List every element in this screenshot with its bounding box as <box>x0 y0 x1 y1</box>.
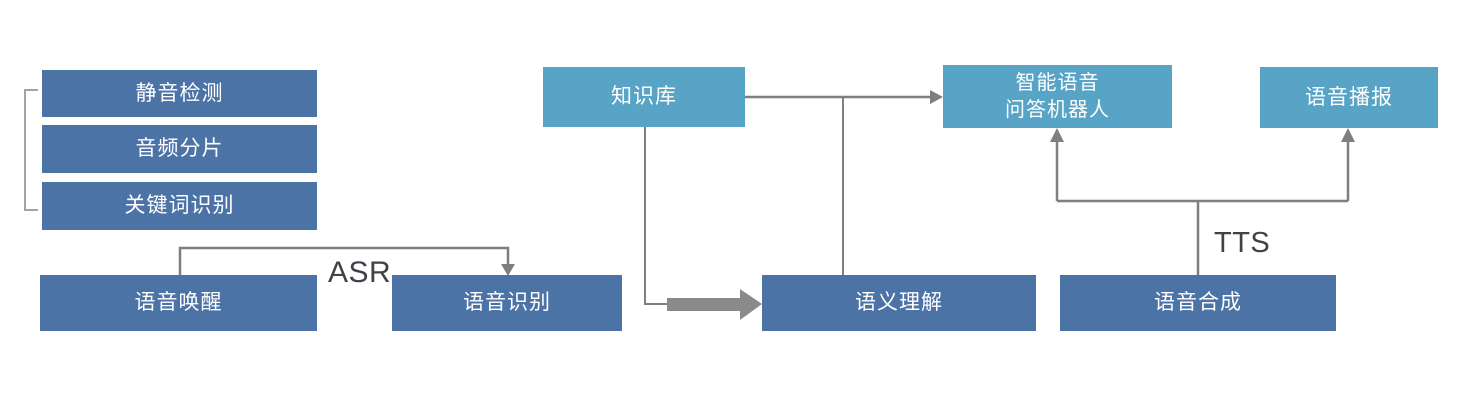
node-label: 关键词识别 <box>124 194 235 218</box>
node-label: 语音合成 <box>1154 291 1242 315</box>
node-speech-recognition: 语音识别 <box>392 275 622 331</box>
node-audio-slicing: 音频分片 <box>42 125 317 173</box>
node-label-line2: 问答机器人 <box>1005 98 1110 121</box>
node-qa-robot: 智能语音 问答机器人 <box>943 65 1172 128</box>
node-label: 语音识别 <box>463 291 551 315</box>
thick-arrow-to-semantic-icon <box>667 289 762 320</box>
knowledge-down-elbow-line <box>644 127 668 305</box>
node-semantic-understanding: 语义理解 <box>762 275 1036 331</box>
node-label: 语音唤醒 <box>134 291 223 315</box>
tts-arrowhead-to-robot-icon <box>1050 128 1064 142</box>
knowledge-to-robot-arrowhead-icon <box>930 90 943 104</box>
asr-arrow-line <box>178 246 510 275</box>
tts-trident-line <box>1055 141 1350 275</box>
group-bracket <box>24 89 38 211</box>
node-label: 静音检测 <box>135 81 224 105</box>
node-keyword-recognition: 关键词识别 <box>42 182 317 230</box>
asr-arrowhead-down-icon <box>501 264 515 276</box>
node-label: 音频分片 <box>135 137 224 161</box>
node-label: 语义理解 <box>855 291 943 315</box>
tts-arrowhead-to-broadcast-icon <box>1341 128 1355 142</box>
asr-edge-label: ASR <box>328 256 392 289</box>
tts-edge-label: TTS <box>1214 227 1271 259</box>
node-knowledge-base: 知识库 <box>543 67 745 127</box>
node-voice-wakeup: 语音唤醒 <box>40 275 317 331</box>
node-label: 语音播报 <box>1305 85 1393 109</box>
node-label: 知识库 <box>611 85 677 109</box>
node-voice-broadcast: 语音播报 <box>1260 67 1438 128</box>
node-speech-synthesis: 语音合成 <box>1060 275 1336 331</box>
node-label-line1: 智能语音 <box>1015 71 1100 94</box>
node-silence-detection: 静音检测 <box>42 70 317 117</box>
